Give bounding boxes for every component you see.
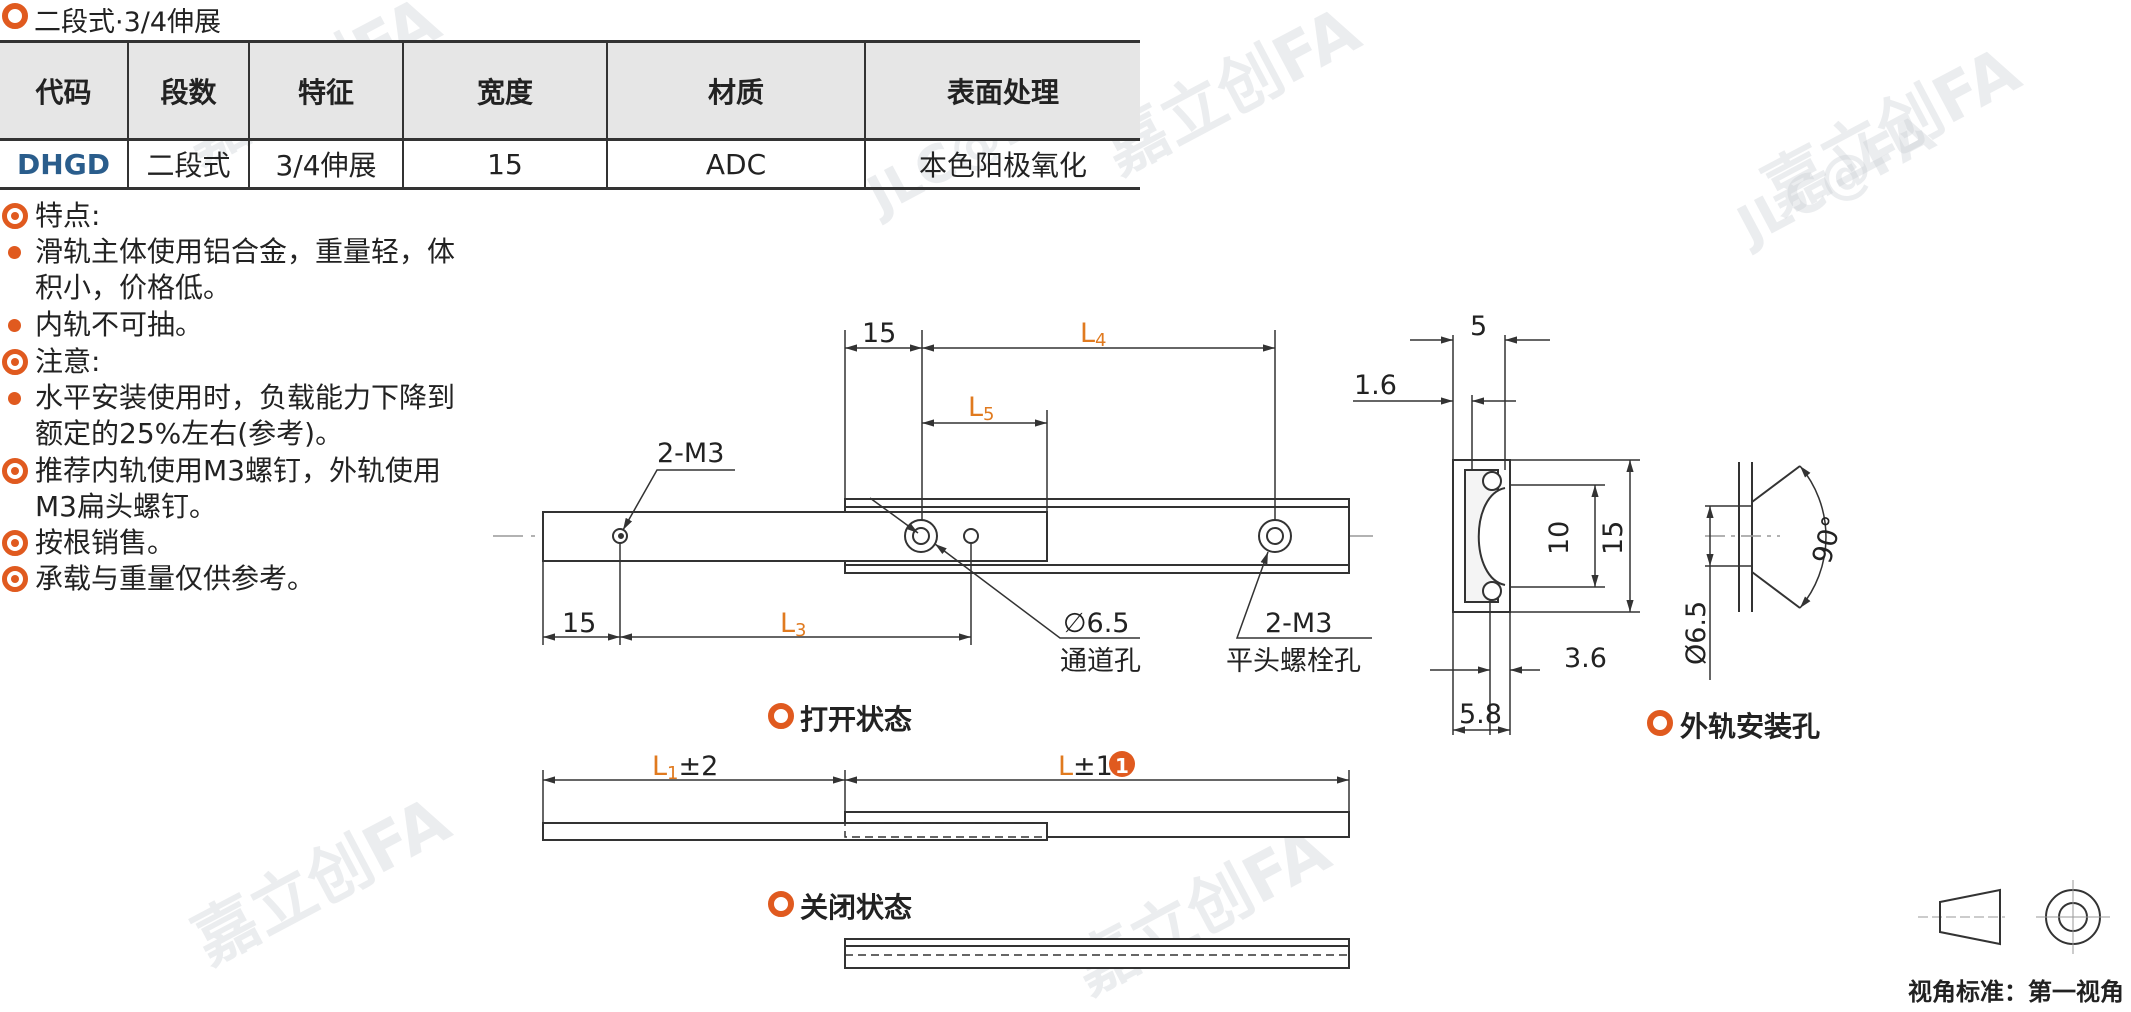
notes-heading: 注意:: [35, 345, 101, 378]
table-header-cell: 特征: [249, 40, 404, 141]
section-ball-top: [1482, 471, 1502, 491]
open-state-ring-icon: [768, 703, 794, 729]
sale-note: 按根销售。: [35, 526, 176, 559]
section-dim-10-label: 10: [1544, 521, 1575, 555]
open-state-view: [542, 811, 1350, 841]
load-note: 承载与重量仅供参考。: [35, 562, 316, 595]
table-cell: 本色阳极氧化: [865, 139, 1140, 190]
features-heading: 特点:: [35, 199, 101, 232]
cross-section-dimensions: [1353, 335, 1640, 735]
leader-2m3-right: [1235, 551, 1372, 639]
open-hidden-line: [844, 822, 1048, 838]
cross-section-labels: 5 1.6 10 15 3.6 5.8: [1354, 311, 1629, 730]
note-badge-icon: [1109, 751, 1135, 777]
feature-1-line2: 积小，价格低。: [35, 271, 232, 304]
sale-ring-icon: [2, 530, 28, 556]
hole-detail: [1705, 462, 1801, 612]
leader-2m3-left: [622, 469, 735, 531]
section-dim-3-6-label: 3.6: [1564, 643, 1607, 674]
open-state-labels: L1±2 L±1 1: [652, 751, 1135, 784]
dim-l5-label: L5: [968, 392, 995, 425]
leader-through-hole: [869, 497, 919, 534]
side-view: [493, 498, 1380, 574]
note-1-line1: 水平安装使用时，负载能力下降到: [35, 381, 456, 414]
section-dim-5-label: 5: [1470, 311, 1487, 342]
section-inner-profile: [1477, 487, 1506, 586]
closed-state-ring-icon: [768, 891, 794, 917]
dim-15-bottom-label: 15: [562, 608, 596, 639]
table-header-cell: 段数: [128, 40, 250, 141]
feature-1-line1: 滑轨主体使用铝合金，重量轻，体: [35, 235, 456, 268]
dim-arc-90: [1799, 465, 1827, 609]
open-state-dimensions: [542, 770, 1350, 823]
label-2m3-right: 2-M3: [1265, 608, 1332, 639]
open-state-title: 打开状态: [800, 703, 913, 736]
table-cell-code: DHGD: [0, 139, 129, 190]
recommend-line1: 推荐内轨使用M3螺钉，外轨使用: [35, 454, 441, 487]
table-cell: 二段式: [128, 139, 250, 190]
section-dim-1-6-label: 1.6: [1354, 370, 1397, 401]
dim-l4-label: L4: [1080, 318, 1107, 351]
hole-detail-cone: [1751, 571, 1801, 609]
table-header-cell: 表面处理: [865, 40, 1140, 141]
spec-table: 代码 段数 特征 宽度 材质 表面处理 DHGD 二段式 3/4伸展 15 AD…: [0, 40, 1140, 190]
hole-detail-cone: [1751, 465, 1801, 503]
outer-rail-hole-ring-icon: [1647, 710, 1673, 736]
label-d65: ∅6.5: [1063, 608, 1129, 639]
table-cell: ADC: [607, 139, 866, 190]
through-hole-inner: [912, 527, 930, 545]
closed-rail: [844, 938, 1350, 969]
table-cell: 15: [403, 139, 608, 190]
table-header-row: 代码 段数 特征 宽度 材质 表面处理: [0, 40, 1140, 141]
table-row: DHGD 二段式 3/4伸展 15 ADC 本色阳极氧化: [0, 139, 1140, 190]
through-hole-outer: [904, 519, 938, 553]
feature-2: 内轨不可抽。: [35, 308, 204, 341]
bullet-icon: [8, 319, 21, 332]
countersunk-hole-inner: [1266, 527, 1284, 545]
dim-15-top-label: 15: [862, 318, 896, 349]
recommend-ring-icon: [2, 458, 28, 484]
label-flat-bolt-hole: 平头螺栓孔: [1226, 646, 1361, 677]
notes-ring-icon: [2, 349, 28, 375]
outer-rail-hole-title: 外轨安装孔: [1680, 710, 1821, 743]
open-l-label: L±1: [1058, 751, 1113, 782]
hole-detail-dimensions: [1705, 465, 1827, 680]
symbol-cone: [1939, 888, 2001, 946]
section-ball-bottom: [1482, 581, 1502, 601]
view-standard-label: 视角标准：第一视角: [1908, 978, 2124, 1006]
closed-state-title: 关闭状态: [800, 891, 913, 924]
note-1-line2: 额定的25%左右(参考)。: [35, 417, 344, 450]
side-view-labels: 15 L4 L5 2-M3 15 L3 ∅6.5 通道孔 2-M3 平头螺栓孔: [562, 318, 1361, 677]
title-ring-icon: [2, 3, 28, 29]
page-title: 二段式·3/4伸展: [34, 7, 222, 38]
table-header-cell: 宽度: [403, 40, 608, 141]
load-ring-icon: [2, 566, 28, 592]
recommend-line2: M3扁头螺钉。: [35, 490, 217, 523]
bullet-icon: [8, 246, 21, 259]
dim-l3-label: L3: [780, 608, 807, 641]
table-header-cell: 代码: [0, 40, 129, 141]
section-dim-5-8-label: 5.8: [1459, 699, 1502, 730]
label-2m3-left: 2-M3: [657, 438, 724, 469]
note-badge-number: 1: [1115, 754, 1129, 778]
leader-d65: [934, 543, 1140, 639]
hole-dim-90-label: 90°: [1807, 513, 1849, 567]
label-through-hole: 通道孔: [1060, 646, 1141, 677]
side-view-dimensions: [542, 330, 1372, 645]
open-l1-label: L1±2: [652, 751, 718, 784]
closed-state-view: [844, 938, 1350, 969]
features-ring-icon: [2, 203, 28, 229]
table-cell: 3/4伸展: [249, 139, 404, 190]
first-angle-symbol-icon: [1918, 880, 2110, 954]
table-header-cell: 材质: [607, 40, 866, 141]
m3-hole-left-center: [618, 533, 624, 539]
section-dim-15-label: 15: [1598, 521, 1629, 555]
bullet-icon: [8, 392, 21, 405]
hole-dim-d65-label: Ø6.5: [1681, 601, 1712, 665]
cross-section-view: [1452, 459, 1511, 613]
